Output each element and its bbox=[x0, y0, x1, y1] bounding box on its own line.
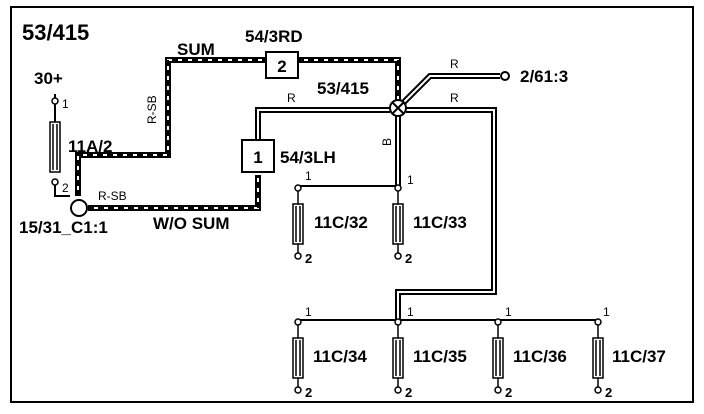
wire-wo-sum bbox=[88, 175, 261, 211]
pin-11a2-top: 1 bbox=[62, 97, 69, 111]
splice-15-31 bbox=[70, 199, 88, 217]
diagram-title: 53/415 bbox=[22, 20, 89, 45]
fuse-11c36-label: 11C/36 bbox=[513, 347, 567, 366]
pin-11c35-top: 1 bbox=[407, 305, 414, 319]
box-54-3lh: 1 bbox=[241, 139, 275, 173]
pin-11c37-bottom: 2 bbox=[605, 385, 612, 400]
variant-sum-label: SUM bbox=[177, 40, 215, 59]
svg-text:2: 2 bbox=[277, 57, 286, 76]
fuse-11c32-label: 11C/32 bbox=[314, 213, 368, 232]
box2-label: 54/3RD bbox=[245, 27, 303, 46]
wire-r-down bbox=[395, 107, 497, 320]
splice-left-label: 15/31_C1:1 bbox=[19, 218, 108, 237]
wire-color-r-down: R bbox=[450, 91, 459, 105]
fuse-11c33-label: 11C/33 bbox=[413, 213, 467, 232]
pin-11a2-bottom: 2 bbox=[62, 181, 69, 195]
connector-2-61-3 bbox=[500, 71, 510, 81]
connector-out-label: 2/61:3 bbox=[520, 67, 568, 86]
fuse-11c35-label: 11C/35 bbox=[413, 347, 467, 366]
pin-11c36-top: 1 bbox=[505, 305, 512, 319]
fuse-11c-37 bbox=[592, 318, 604, 394]
fuse-11c-34 bbox=[292, 318, 304, 394]
box-54-3rd: 2 bbox=[265, 51, 299, 79]
wire-color-rsb-vertical: R-SB bbox=[145, 95, 159, 124]
wire-color-r-out: R bbox=[450, 57, 459, 71]
fuse-11c37-label: 11C/37 bbox=[612, 347, 666, 366]
pin-11c34-top: 1 bbox=[305, 305, 312, 319]
fuse-11c-32 bbox=[292, 184, 304, 260]
fuse-11a2-label: 11A/2 bbox=[68, 137, 112, 156]
fuse-11c34-label: 11C/34 bbox=[313, 347, 367, 366]
fuse-11c-36 bbox=[492, 318, 504, 394]
pin-11c34-bottom: 2 bbox=[305, 385, 312, 400]
frame-border bbox=[10, 6, 694, 403]
fuse-11c-33 bbox=[392, 184, 404, 260]
variant-wo-sum-label: W/O SUM bbox=[153, 214, 230, 233]
fuse-11a-2 bbox=[49, 97, 61, 186]
splice-53-415 bbox=[389, 99, 407, 117]
svg-text:1: 1 bbox=[253, 148, 262, 167]
wire-color-b: B bbox=[380, 138, 394, 146]
box1-label: 54/3LH bbox=[280, 148, 336, 167]
pin-11c32-top: 1 bbox=[305, 169, 312, 183]
wire-color-rsb-bottom: R-SB bbox=[98, 189, 127, 203]
pin-11c35-bottom: 2 bbox=[405, 385, 412, 400]
pin-11c36-bottom: 2 bbox=[505, 385, 512, 400]
splice-top-label: 53/415 bbox=[317, 79, 369, 98]
pin-11c33-bottom: 2 bbox=[405, 251, 412, 266]
feed-label: 30+ bbox=[34, 69, 63, 88]
wire-sum bbox=[75, 57, 401, 196]
wire-r-lh bbox=[255, 107, 390, 140]
pin-11c33-top: 1 bbox=[407, 173, 414, 187]
wire-11a2-to-splice bbox=[54, 182, 70, 197]
fuse-11c-35 bbox=[392, 318, 404, 394]
pin-11c37-top: 1 bbox=[603, 305, 610, 319]
wire-r-out bbox=[401, 73, 500, 105]
pin-11c32-bottom: 2 bbox=[305, 251, 312, 266]
wire-color-r-lh: R bbox=[287, 91, 296, 105]
